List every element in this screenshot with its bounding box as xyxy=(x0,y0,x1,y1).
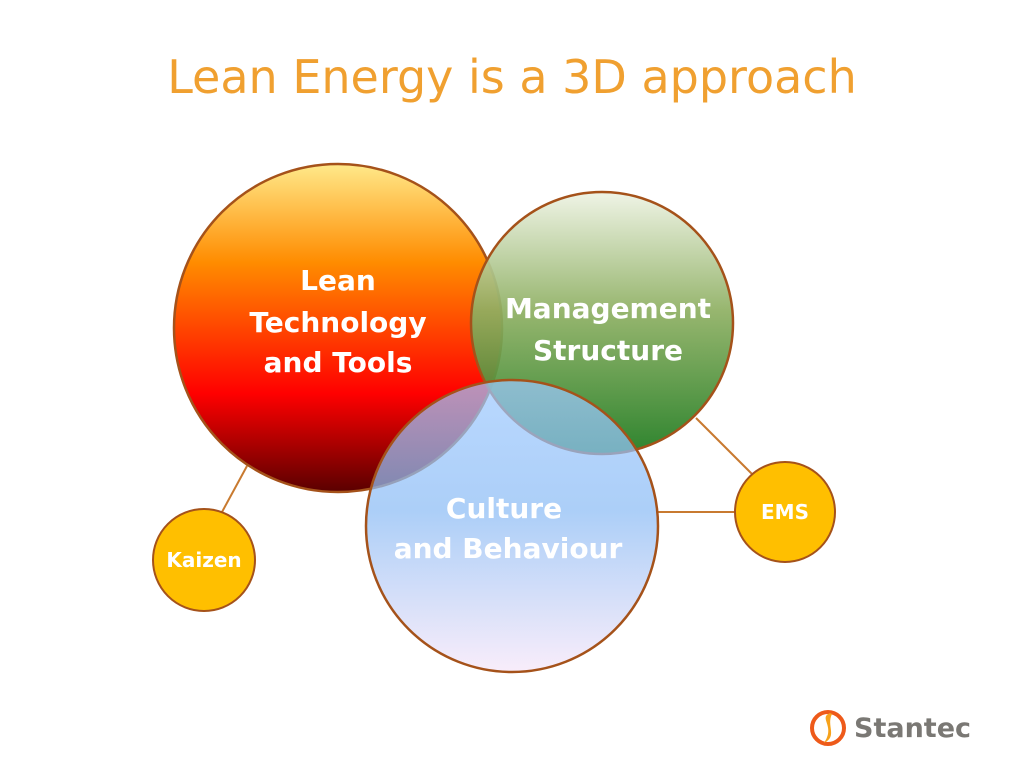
culture-label-1: Culture xyxy=(446,492,562,525)
management-label-2: Structure xyxy=(533,334,683,367)
kaizen-connector xyxy=(221,465,248,513)
ems-connector-management xyxy=(695,417,754,476)
lean-label-2: Technology xyxy=(249,306,426,339)
stantec-logo: Stantec xyxy=(808,708,971,748)
slide-title: Lean Energy is a 3D approach xyxy=(167,50,857,104)
stantec-logo-icon xyxy=(810,710,846,746)
culture-behaviour-circle xyxy=(364,378,660,674)
lean-label-1: Lean xyxy=(300,264,376,297)
kaizen-circle xyxy=(152,508,256,612)
stantec-logo-text: Stantec xyxy=(854,712,972,744)
ems-circle xyxy=(734,461,836,563)
management-label-1: Management xyxy=(505,292,711,325)
lean-label-3: and Tools xyxy=(264,346,413,379)
kaizen-label: Kaizen xyxy=(166,548,241,572)
ems-label: EMS xyxy=(761,500,809,524)
culture-label-2: and Behaviour xyxy=(394,532,623,565)
